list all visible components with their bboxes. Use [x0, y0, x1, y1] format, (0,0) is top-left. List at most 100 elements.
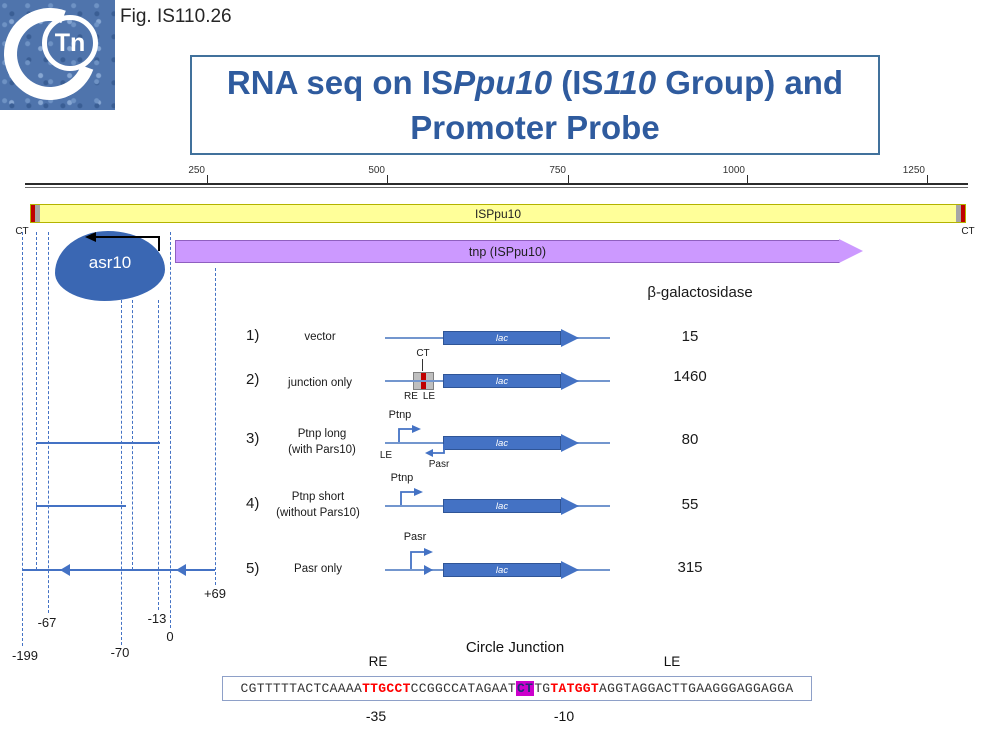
seq-part-2: CCGGCCATAGAAT	[410, 681, 516, 696]
left-end-red-stripe	[31, 205, 35, 222]
logo-tn-text: Tn	[54, 28, 86, 57]
guide-line-a	[36, 232, 37, 570]
pasr-promoter-arrow-3-icon	[424, 444, 448, 465]
reporter-value-5: 315	[677, 559, 703, 576]
construct-number-3: 3)	[246, 430, 260, 447]
title-part-1: RNA seq on IS	[226, 64, 454, 101]
tnp-orf-arrow: tnp (ISPpu10)	[175, 240, 840, 263]
ruler-tick-label-1250: 1250	[902, 165, 925, 176]
asr10-label: asr10	[88, 253, 132, 272]
construct-name-5: Pasr only	[294, 563, 342, 575]
construct-name-4: Ptnp short	[291, 491, 345, 503]
reporter-value-1: 15	[681, 328, 699, 345]
lac-arrow-body-5: lac	[443, 563, 561, 577]
reporter-value-3: 80	[681, 431, 699, 448]
lac-arrowhead-2-icon	[561, 372, 579, 390]
junction-le-header: LE	[663, 654, 681, 669]
coord-label-m199: -199	[11, 648, 39, 663]
construct-number-4: 4)	[246, 495, 260, 512]
junction-pointer-line	[422, 359, 423, 371]
ptnp-promoter-arrow-3-icon	[396, 424, 422, 449]
junction-re-label: RE	[404, 391, 418, 402]
fig-label: Fig. IS110.26	[120, 6, 232, 27]
coord-label-m70: -70	[110, 645, 130, 660]
lac-arrow-body-1: lac	[443, 331, 561, 345]
seq-minus10: TATGGT	[550, 681, 600, 696]
ruler-line	[25, 183, 968, 185]
title-box: RNA seq on ISPpu10 (IS110 Group) and Pro…	[190, 55, 880, 155]
ptnp-label-3: Ptnp	[388, 409, 412, 421]
guide-line-zero	[170, 232, 171, 628]
ruler-tick-1250	[927, 175, 928, 183]
ptnp-promoter-arrow-4-icon	[398, 487, 424, 512]
lac-arrowhead-1-icon	[561, 329, 579, 347]
title-part-4: 110	[603, 64, 657, 101]
ruler-tick-label-1000: 1000	[722, 165, 745, 176]
le-label-3: LE	[379, 450, 393, 461]
ruler-tick-label-750: 750	[549, 165, 566, 176]
minus10-label: -10	[553, 708, 575, 724]
right-end-gray-stripe	[956, 205, 961, 222]
construct-name-2: junction only	[288, 377, 352, 389]
title-part-5: Group) and	[656, 64, 844, 101]
construct-subname-3: (with Pars10)	[288, 444, 356, 456]
asr10-transcript-arrow-icon	[83, 228, 163, 257]
is-element-label: ISPpu10	[474, 206, 522, 221]
tnp-orf-arrowhead-icon	[839, 239, 863, 263]
construct-number-5: 5)	[246, 560, 260, 577]
seq-part-1: CGTTTTTACTCAAAA	[240, 681, 363, 696]
pasr-label-3: Pasr	[428, 459, 450, 470]
fragment-line-pasr	[22, 569, 215, 571]
seq-minus35: TTGCCT	[362, 681, 411, 696]
ct-label-right: CT	[961, 226, 975, 237]
pasr-promoter-arrow-5-icon	[408, 547, 434, 576]
ruler-tick-1000	[747, 175, 748, 183]
lac-label-1: lac	[495, 332, 509, 344]
pasr-label-5: Pasr	[403, 531, 427, 543]
construct-number-1: 1)	[246, 327, 260, 344]
seq-part-3: TG	[534, 681, 551, 696]
construct-subname-4: (without Pars10)	[276, 507, 360, 519]
ruler-tick-500	[387, 175, 388, 183]
guide-line-p69	[215, 268, 216, 585]
lac-label-4: lac	[495, 500, 509, 512]
coord-label-zero: 0	[166, 629, 174, 644]
ruler-tick-label-500: 500	[368, 165, 385, 176]
reporter-value-4: 55	[681, 496, 699, 513]
left-end-gray-stripe	[35, 205, 40, 222]
title-part-3: (IS	[552, 64, 604, 101]
lac-arrowhead-3-icon	[561, 434, 579, 452]
guide-line-m13	[158, 300, 159, 610]
is-element-bar: ISPpu10	[30, 204, 966, 223]
ruler-tick-250	[207, 175, 208, 183]
title-part-2: Ppu10	[453, 64, 553, 101]
asr10-blob: asr10	[55, 231, 165, 301]
lac-label-2: lac	[495, 375, 509, 387]
lac-label-5: lac	[495, 564, 509, 576]
fragment-line-ptnp-short	[36, 505, 126, 507]
fragment-left-arrowhead-icon	[60, 564, 70, 576]
ct-label-left: CT	[15, 226, 29, 237]
minus35-label: -35	[365, 708, 387, 724]
fragment-left-arrowhead2-icon	[176, 564, 186, 576]
construct-number-2: 2)	[246, 371, 260, 388]
junction-le-label: LE	[422, 391, 436, 402]
lac-arrowhead-4-icon	[561, 497, 579, 515]
lac-label-3: lac	[495, 437, 509, 449]
fragment-line-ptnp-long	[36, 442, 160, 444]
junction-ct-label: CT	[416, 348, 430, 359]
ptnp-label-4: Ptnp	[390, 472, 414, 484]
construct-name-3: Ptnp long	[297, 428, 347, 440]
guide-line-m67	[48, 232, 49, 613]
logo-tn-circle-icon: Tn	[42, 15, 98, 71]
ruler-line-shadow	[25, 187, 968, 188]
seq-part-4: AGGTAGGACTTGAAGGGAGGAGGA	[599, 681, 794, 696]
lac-arrow-body-3: lac	[443, 436, 561, 450]
transcript-arrowhead-5-icon	[424, 565, 433, 575]
guide-line-b	[132, 300, 133, 570]
right-end-red-stripe	[961, 205, 965, 222]
lac-arrowhead-5-icon	[561, 561, 579, 579]
junction-re-header: RE	[368, 654, 388, 669]
